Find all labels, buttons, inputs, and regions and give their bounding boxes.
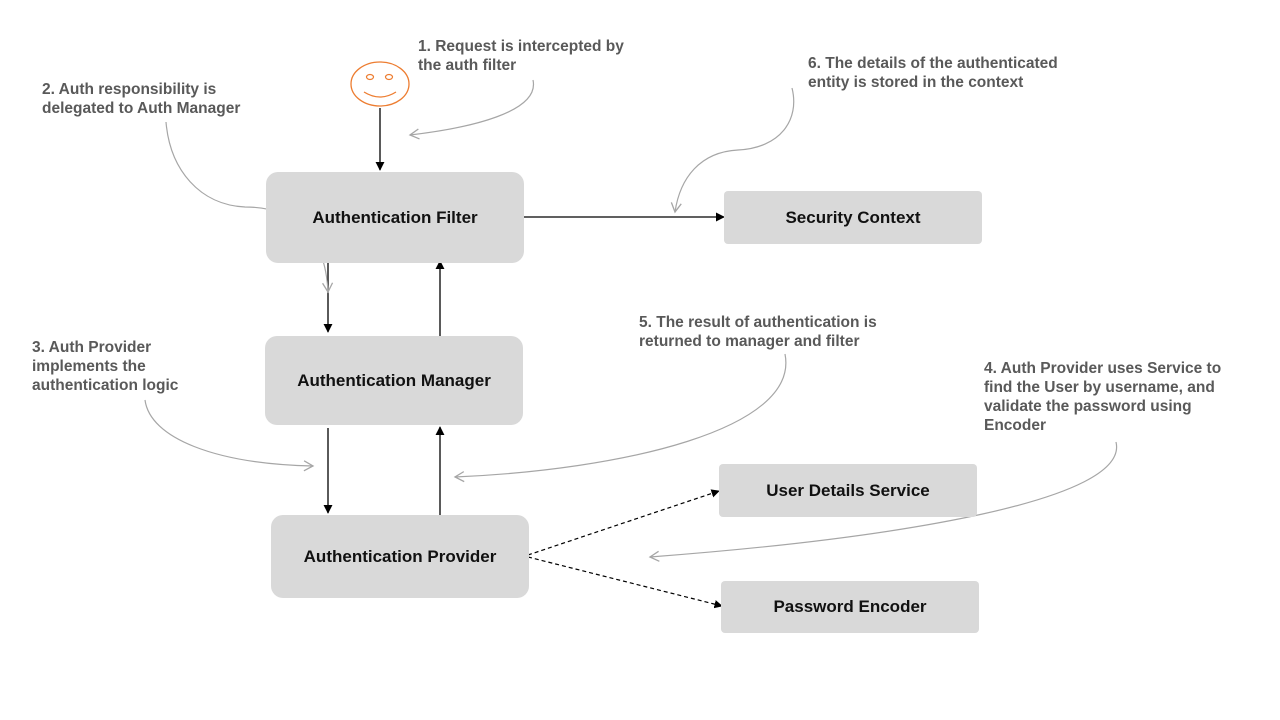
password-encoder-box: Password Encoder	[721, 581, 979, 633]
note-step4: 4. Auth Provider uses Service to find th…	[984, 360, 1222, 434]
password-encoder-label: Password Encoder	[773, 597, 927, 616]
note-step2: 2. Auth responsibility is delegated to A…	[42, 81, 241, 117]
annotation-curve-step6	[670, 87, 795, 214]
authentication-provider-box: Authentication Provider	[271, 515, 529, 598]
annotation-curve-step5	[453, 353, 787, 483]
security-context-box: Security Context	[724, 191, 982, 244]
smiley-face-icon	[350, 61, 410, 107]
user-details-service-label: User Details Service	[766, 480, 930, 500]
authentication-manager-label: Authentication Manager	[297, 370, 491, 390]
security-context-label: Security Context	[785, 207, 921, 227]
authentication-filter-box: Authentication Filter	[266, 172, 524, 263]
note-step1: 1. Request is intercepted by the auth fi…	[418, 38, 624, 74]
annotation-curve-step4	[648, 441, 1118, 562]
dashed-arrow-provider-to-encoder	[527, 556, 723, 609]
note-step3: 3. Auth Provider implements the authenti…	[32, 339, 179, 394]
authentication-filter-label: Authentication Filter	[312, 207, 478, 227]
authentication-manager-box: Authentication Manager	[265, 336, 523, 425]
annotation-curve-step3	[144, 399, 315, 472]
note-step6: 6. The details of the authenticated enti…	[808, 55, 1058, 91]
dashed-arrow-provider-to-user-details	[527, 489, 720, 556]
annotation-curve-step1	[408, 79, 534, 140]
authentication-provider-label: Authentication Provider	[303, 546, 497, 566]
user-details-service-box: User Details Service	[719, 464, 977, 517]
note-step5: 5. The result of authentication is retur…	[639, 314, 877, 350]
